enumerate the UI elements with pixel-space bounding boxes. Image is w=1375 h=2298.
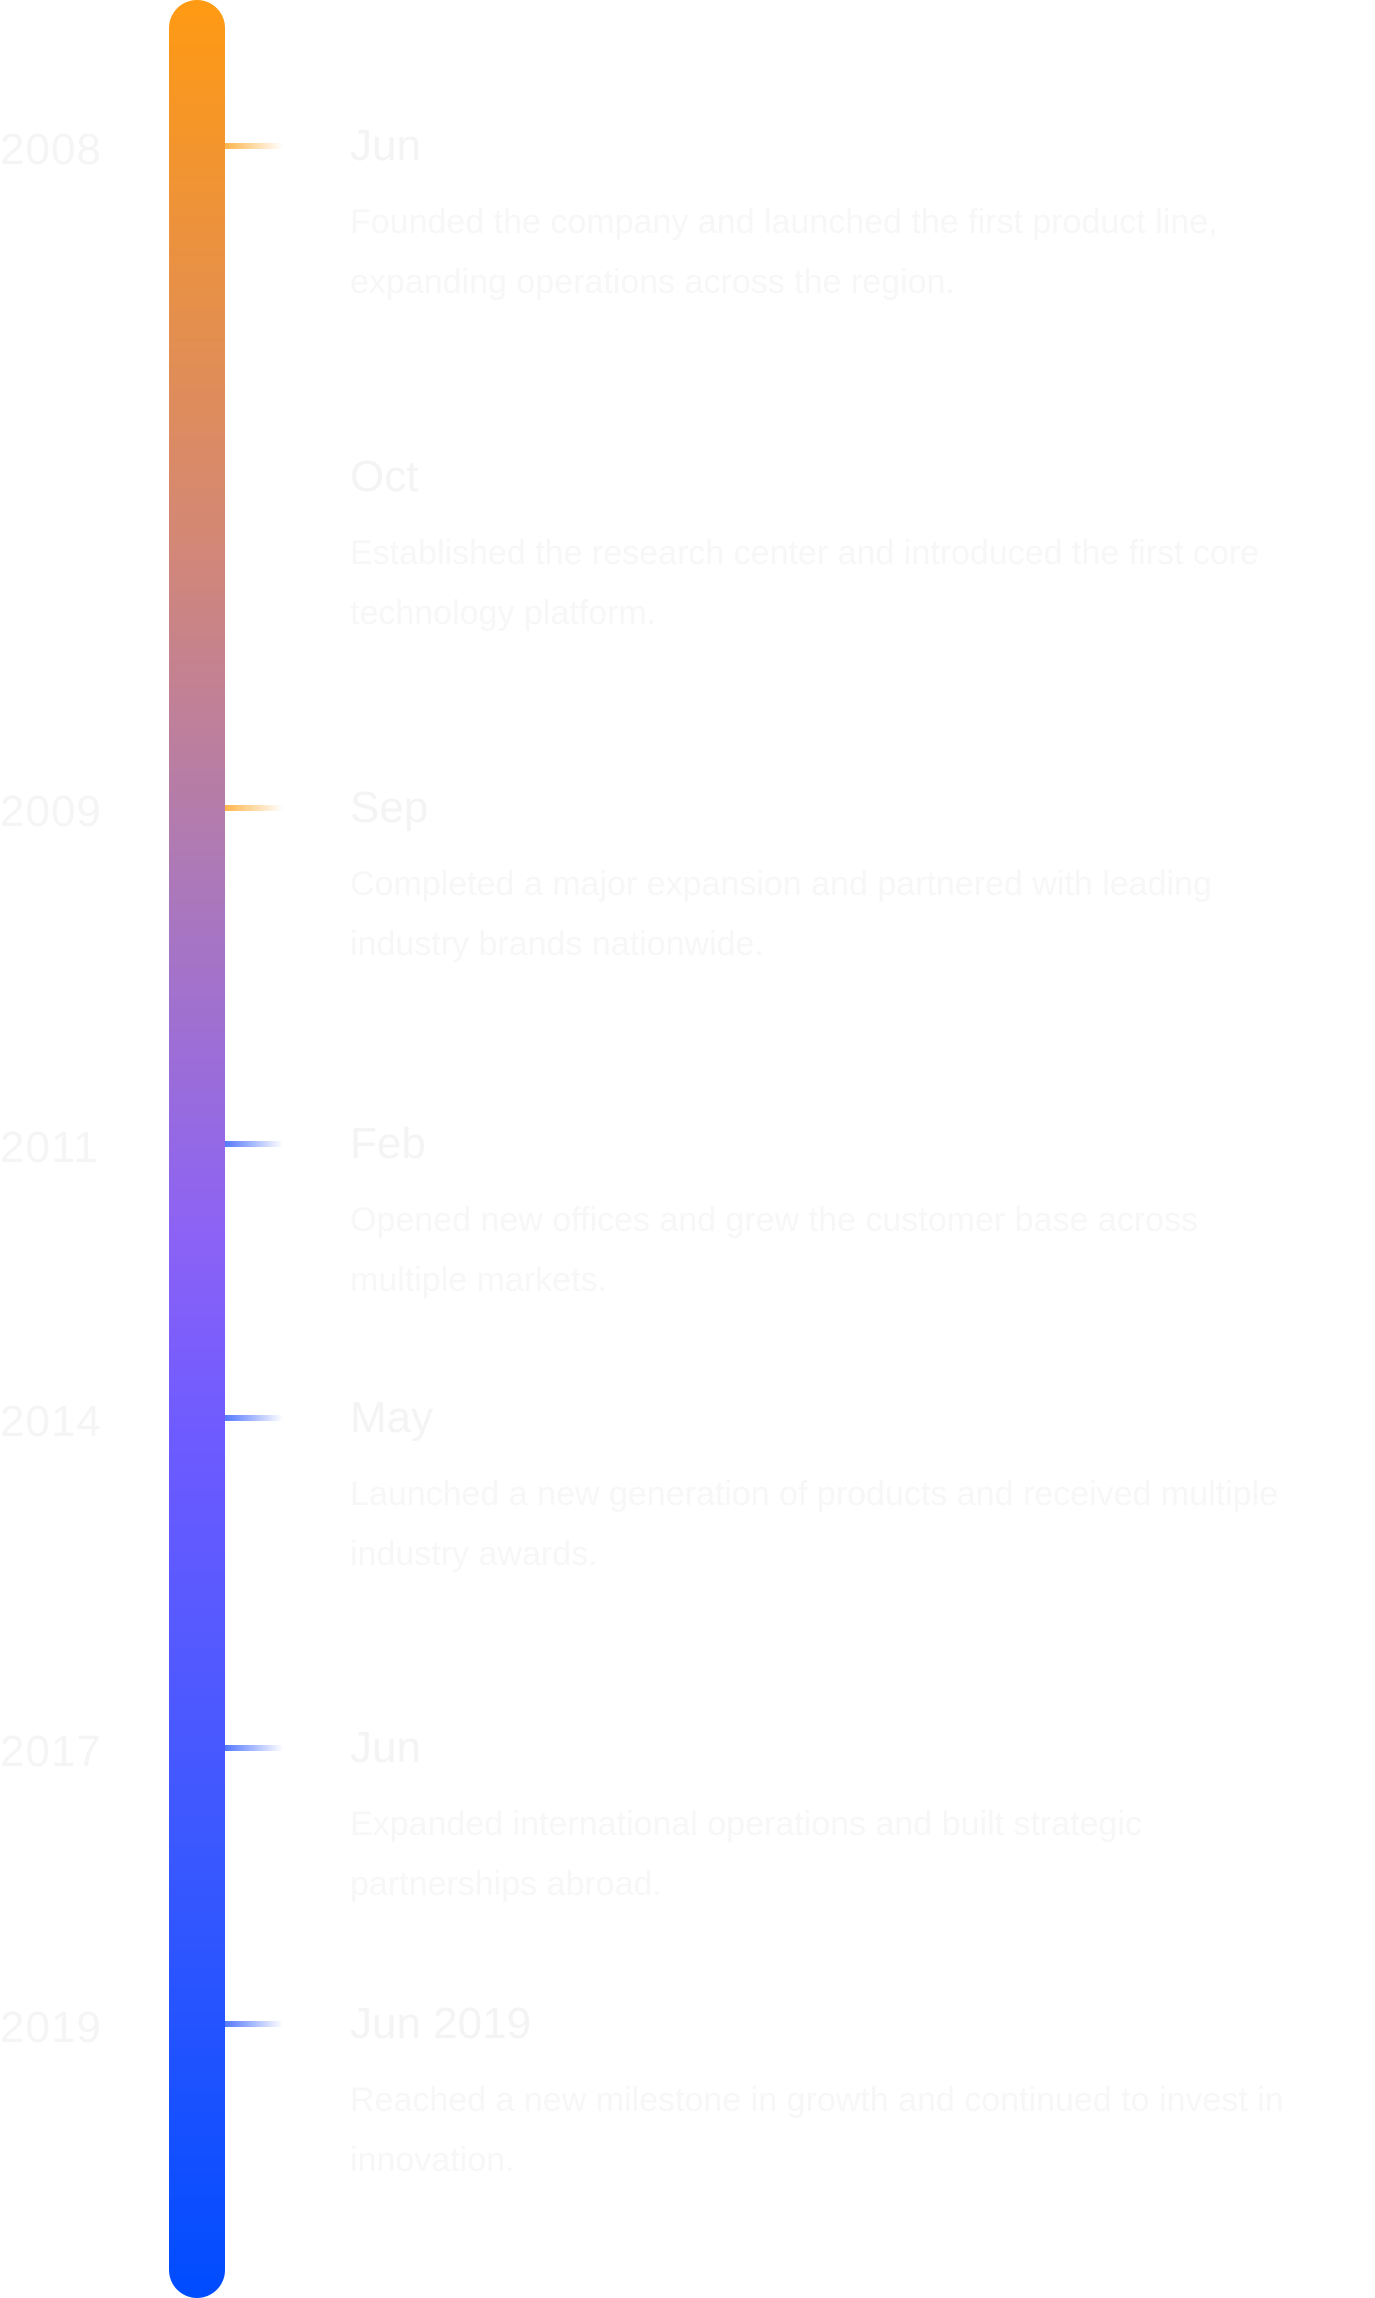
timeline-content: Jun 2019 Reached a new milestone in grow… [350, 1996, 1290, 2190]
timeline-content: Jun Founded the company and launched the… [350, 118, 1290, 312]
timeline-description: Completed a major expansion and partnere… [350, 865, 1212, 963]
timeline-description: Reached a new milestone in growth and co… [350, 2081, 1284, 2179]
timeline-month: May [350, 1393, 434, 1442]
timeline-month: Jun [350, 121, 421, 170]
timeline-year: 2008 [0, 125, 102, 174]
timeline-month: Jun [350, 1723, 421, 1772]
timeline-year: 2014 [0, 1397, 102, 1446]
timeline-content: Sep Completed a major expansion and part… [350, 780, 1290, 974]
timeline-description: Established the research center and intr… [350, 534, 1260, 632]
timeline-content: May Launched a new generation of product… [350, 1390, 1290, 1584]
timeline-content: Oct Established the research center and … [350, 449, 1290, 643]
timeline-tick [225, 805, 283, 811]
timeline-content: Jun Expanded international operations an… [350, 1720, 1290, 1914]
timeline-year: 2009 [0, 787, 102, 836]
timeline-description: Launched a new generation of products an… [350, 1475, 1279, 1573]
timeline-year: 2019 [0, 2003, 102, 2052]
timeline-year: 2011 [0, 1123, 99, 1172]
timeline-tick [225, 2021, 283, 2027]
timeline-month: Sep [350, 783, 429, 832]
timeline-tick [225, 1745, 283, 1751]
timeline-gradient-bar [169, 0, 225, 2298]
timeline-tick [225, 1141, 283, 1147]
timeline-tick [225, 1415, 283, 1421]
timeline-description: Opened new offices and grew the customer… [350, 1201, 1198, 1299]
timeline-description: Expanded international operations and bu… [350, 1805, 1142, 1903]
timeline-month: Oct [350, 452, 419, 501]
timeline-tick [225, 143, 283, 149]
timeline-description: Founded the company and launched the fir… [350, 203, 1218, 301]
timeline-content: Feb Opened new offices and grew the cust… [350, 1116, 1290, 1310]
timeline-year: 2017 [0, 1727, 102, 1776]
timeline-month: Jun 2019 [350, 1999, 532, 2048]
timeline-month: Feb [350, 1119, 426, 1168]
